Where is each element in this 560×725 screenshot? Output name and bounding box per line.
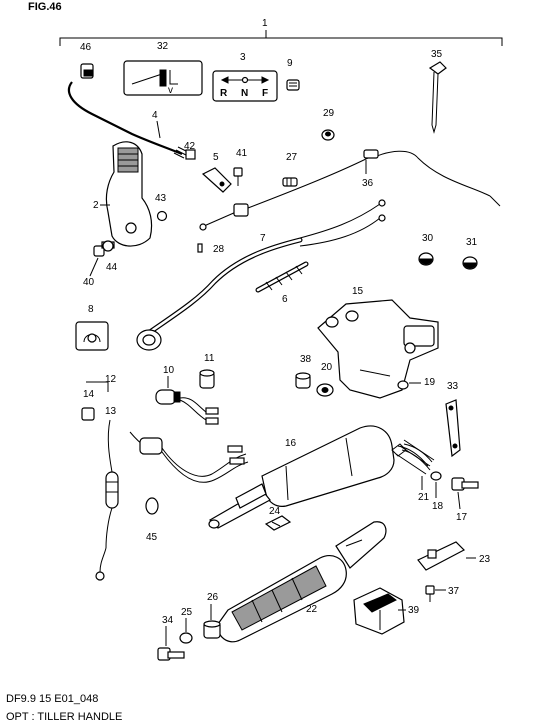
figure-label: FIG.46 — [28, 1, 62, 13]
part-13-lanyard-cord — [95, 419, 249, 581]
callout-5: 5 — [213, 152, 219, 163]
part-17-bolt — [451, 477, 479, 491]
part-14-clip — [81, 407, 95, 421]
callout-36: 36 — [362, 178, 374, 189]
part-32-decal: v — [123, 60, 203, 96]
callout-40: 40 — [83, 277, 95, 288]
callout-24: 24 — [269, 506, 281, 517]
part-44-washer — [102, 240, 114, 252]
part-20-collar — [316, 383, 334, 397]
part-33-friction-plate — [445, 399, 461, 458]
callout-30: 30 — [422, 233, 434, 244]
callout-41: 41 — [236, 148, 248, 159]
svg-text:v: v — [168, 85, 173, 96]
part-8-decal — [75, 321, 109, 351]
shift-letter-r: R — [220, 88, 228, 99]
callout-35: 35 — [431, 49, 443, 60]
callout-7: 7 — [260, 233, 266, 244]
shift-letter-n: N — [241, 88, 248, 99]
assembly-bracket — [59, 30, 503, 46]
part-24-shim — [264, 515, 292, 531]
part-6-protector — [255, 261, 309, 293]
part-43-washer — [156, 210, 168, 222]
callout-29: 29 — [323, 108, 335, 119]
part-46-clip — [80, 63, 94, 79]
callout-27: 27 — [286, 152, 298, 163]
part-37-screw — [425, 585, 435, 602]
callout-44: 44 — [106, 262, 118, 273]
callout-28: 28 — [213, 244, 225, 255]
callout-18: 18 — [432, 501, 444, 512]
callout-2: 2 — [93, 200, 99, 211]
callout-4: 4 — [152, 110, 158, 121]
part-27-throttle-cable — [199, 149, 501, 231]
callout-10: 10 — [163, 365, 175, 376]
callout-38: 38 — [300, 354, 312, 365]
callout-3: 3 — [240, 52, 246, 63]
part-21-spring — [391, 439, 435, 475]
callout-42: 42 — [184, 141, 196, 152]
shift-letter-f: F — [262, 88, 268, 99]
part-3-shift-plate: R N F — [212, 70, 278, 102]
part-25-washer — [179, 632, 193, 644]
callout-39: 39 — [408, 605, 420, 616]
part-45-washer — [145, 497, 159, 515]
part-2-grip — [105, 141, 153, 247]
part-39-housing — [353, 587, 405, 635]
callout-9: 9 — [287, 58, 293, 69]
callout-46: 46 — [80, 42, 92, 53]
part-36-spring — [282, 177, 298, 187]
callout-33: 33 — [447, 381, 459, 392]
callout-17: 17 — [456, 512, 468, 523]
part-22-throttle-grip — [217, 521, 387, 643]
part-42-nut — [185, 149, 196, 160]
part-18-washer — [430, 471, 442, 481]
callout-43: 43 — [155, 193, 167, 204]
part-19-washer — [397, 380, 409, 390]
part-10-stop-switch — [155, 389, 219, 425]
callout-8: 8 — [88, 304, 94, 315]
callout-32: 32 — [157, 41, 169, 52]
callout-14: 14 — [83, 389, 95, 400]
callout-12: 12 — [105, 374, 117, 385]
part-12-lanyard-bracket — [86, 381, 109, 392]
part-41-screw — [233, 167, 243, 186]
callout-16: 16 — [285, 438, 297, 449]
callout-45: 45 — [146, 532, 158, 543]
part-16-tiller-handle — [208, 425, 395, 529]
callout-22: 22 — [306, 604, 318, 615]
callout-15: 15 — [352, 286, 364, 297]
part-35-tie-band — [428, 61, 447, 134]
callout-6: 6 — [282, 294, 288, 305]
diagram-caption: OPT : TILLER HANDLE — [6, 711, 122, 723]
part-30-cap — [418, 252, 434, 266]
part-7-wire-harness — [136, 199, 386, 351]
part-23-stopper — [417, 541, 466, 571]
part-11-cap — [199, 369, 215, 389]
callout-1: 1 — [262, 18, 268, 29]
callout-13: 13 — [105, 406, 117, 417]
callout-26: 26 — [207, 592, 219, 603]
callout-23: 23 — [479, 554, 491, 565]
part-15-bracket — [317, 299, 439, 399]
part-9-grommet — [286, 79, 300, 91]
part-31-cap — [462, 256, 478, 270]
callout-37: 37 — [448, 586, 460, 597]
diagram-code: DF9.9 15 E01_048 — [6, 693, 98, 705]
callout-20: 20 — [321, 362, 333, 373]
callout-34: 34 — [162, 615, 174, 626]
callout-21: 21 — [418, 492, 430, 503]
part-26-collar — [203, 620, 221, 639]
part-34-bolt — [157, 647, 185, 661]
callout-25: 25 — [181, 607, 193, 618]
callout-31: 31 — [466, 237, 478, 248]
callout-19: 19 — [424, 377, 436, 388]
part-38-bushing — [295, 372, 311, 389]
part-5-lever — [201, 167, 232, 193]
callout-11: 11 — [204, 353, 215, 364]
part-28-pin — [197, 243, 203, 253]
part-29-collar — [321, 129, 335, 141]
